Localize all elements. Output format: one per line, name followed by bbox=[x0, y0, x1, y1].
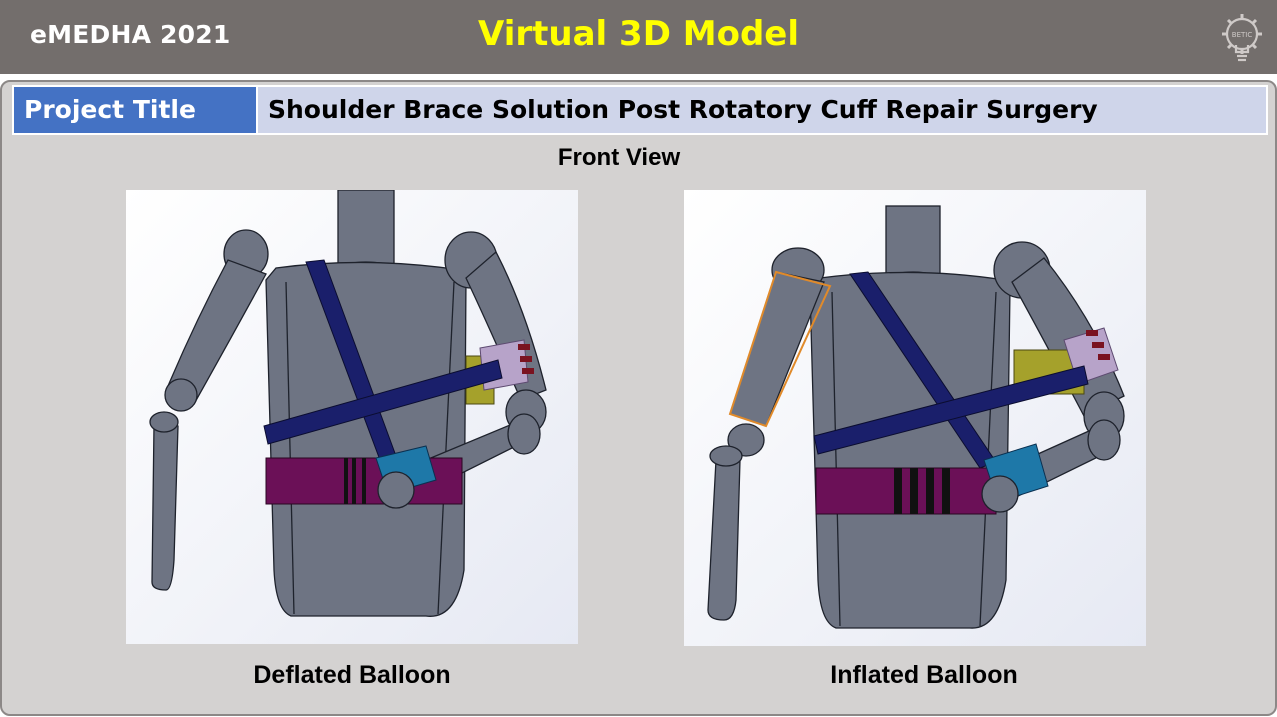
project-title-value: Shoulder Brace Solution Post Rotatory Cu… bbox=[256, 85, 1268, 135]
gear-bulb-logo-icon: BETIC bbox=[1219, 12, 1265, 64]
project-title-label: Project Title bbox=[12, 85, 268, 135]
view-heading: Front View bbox=[557, 144, 681, 171]
header-bar: eMEDHA 2021 Virtual 3D Model bbox=[0, 0, 1277, 74]
slide-title: Virtual 3D Model bbox=[478, 14, 799, 54]
inflated-model-image bbox=[684, 190, 1146, 646]
brand-name: eMEDHA 2021 bbox=[30, 20, 231, 49]
deflated-caption: Deflated Balloon bbox=[253, 661, 451, 689]
logo-text: BETIC bbox=[1232, 31, 1253, 39]
deflated-model-image bbox=[126, 190, 578, 644]
inflated-caption: Inflated Balloon bbox=[830, 661, 1018, 689]
